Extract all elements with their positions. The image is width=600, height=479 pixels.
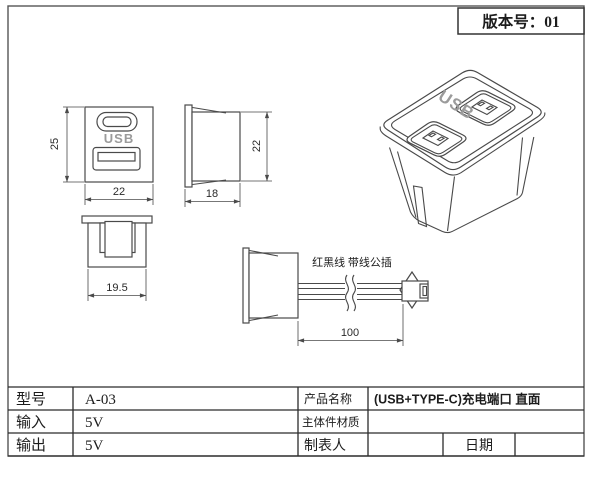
front-width-dimension: 22 (84, 184, 154, 205)
front-height-dimension: 25 (49, 106, 84, 183)
iso-flange-thickness (379, 112, 546, 176)
side-height-dimension: 22 (241, 111, 272, 182)
back-width-dimension: 19.5 (87, 269, 147, 301)
wire-annotation: 红黑线 带线公插 (312, 255, 392, 269)
cable-module-clips (249, 249, 279, 322)
plug-tip (419, 283, 429, 299)
product-name-value: (USB+TYPE-C)充电端口 直面 (374, 392, 541, 407)
iso-flange-inner (390, 76, 534, 164)
front-usb-label: USB (104, 131, 134, 146)
back-connector-body (104, 220, 133, 258)
cable-dim-length: 100 (341, 327, 359, 339)
input-value: 5V (85, 415, 104, 431)
typec-port-inner (102, 116, 132, 128)
back-dim-width: 19.5 (106, 282, 127, 294)
side-clips (192, 106, 227, 186)
plug-tip-detail (422, 285, 428, 297)
front-dim-height: 25 (49, 138, 61, 150)
usba-port-tongue (97, 151, 136, 162)
spec-table: 型号 A-03 产品名称 (USB+TYPE-C)充电端口 直面 输入 5V 主… (8, 386, 584, 457)
cable-module-body (248, 252, 299, 319)
model-value: A-03 (85, 392, 116, 408)
wire-lines (298, 282, 402, 301)
cable-view: 红黑线 带线公插 100 (242, 247, 429, 346)
side-dim-depth: 18 (206, 188, 218, 200)
iso-port-front (406, 121, 467, 157)
side-depth-dimension: 18 (184, 183, 241, 207)
product-name-label: 产品名称 (304, 391, 352, 406)
iso-body (388, 136, 535, 234)
iso-view: USB (379, 69, 546, 234)
cable-length-dimension: 100 (297, 304, 404, 346)
preparer-label: 制表人 (304, 438, 346, 454)
version-box: 版本号：01 (457, 7, 585, 35)
iso-edges (396, 137, 524, 232)
table-grid (8, 386, 584, 457)
iso-port-rear (455, 90, 516, 126)
side-view: 22 18 (184, 104, 272, 207)
side-body (191, 111, 241, 182)
front-dim-width: 22 (113, 186, 125, 198)
output-value: 5V (85, 438, 104, 454)
version-label: 版本号：01 (481, 12, 560, 31)
break-lines (345, 274, 356, 312)
cable-module-flange (242, 247, 250, 324)
input-label: 输入 (16, 414, 46, 431)
material-label: 主体件材质 (302, 415, 360, 429)
date-label: 日期 (465, 438, 493, 454)
side-dim-height: 22 (251, 140, 263, 152)
side-flange (184, 104, 193, 188)
iso-clip (412, 185, 428, 228)
model-label: 型号 (16, 391, 46, 408)
output-label: 输出 (16, 437, 46, 454)
male-plug (399, 270, 429, 310)
back-view: 19.5 (81, 215, 153, 301)
front-view: USB 25 22 (49, 106, 154, 205)
